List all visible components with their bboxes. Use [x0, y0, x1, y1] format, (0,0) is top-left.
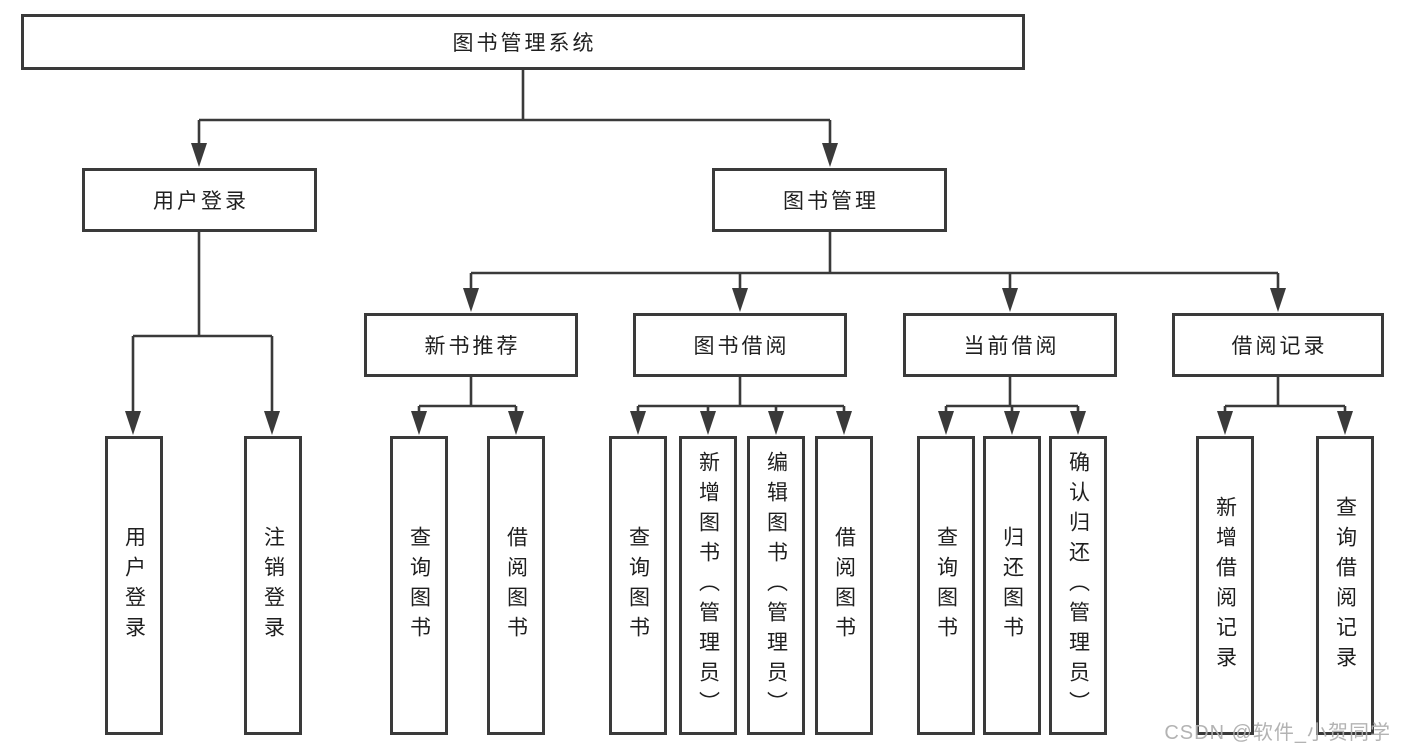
- leaf-newbook-query-books: 查询图书: [390, 436, 448, 735]
- leaf-borrow-add-books-admin-label: 新增图书（管理员）: [696, 450, 720, 721]
- node-borrow-record: 借阅记录: [1172, 313, 1384, 377]
- leaf-newbook-borrow-books: 借阅图书: [487, 436, 545, 735]
- node-root: 图书管理系统: [21, 14, 1025, 70]
- node-new-book-recommend: 新书推荐: [364, 313, 578, 377]
- leaf-current-confirm-return-admin-label: 确认归还（管理员）: [1066, 450, 1090, 721]
- node-new-book-recommend-label: 新书推荐: [424, 335, 521, 358]
- node-user-login-label: 用户登录: [153, 190, 249, 213]
- leaf-record-add-record: 新增借阅记录: [1196, 436, 1254, 735]
- arrowheads: [125, 143, 1353, 435]
- node-current-borrow: 当前借阅: [903, 313, 1117, 377]
- leaf-current-query-books: 查询图书: [917, 436, 975, 735]
- node-root-label: 图书管理系统: [452, 32, 597, 55]
- csdn-watermark: CSDN @软件_小贺同学: [1164, 722, 1391, 744]
- leaf-logout: 注销登录: [244, 436, 302, 735]
- leaf-current-return-books-label: 归还图书: [1000, 525, 1024, 646]
- leaf-borrow-add-books-admin: 新增图书（管理员）: [679, 436, 737, 735]
- leaf-borrow-query-books-label: 查询图书: [626, 525, 650, 646]
- node-current-borrow-label: 当前借阅: [963, 335, 1060, 358]
- node-user-login: 用户登录: [82, 168, 317, 232]
- node-book-management: 图书管理: [712, 168, 947, 232]
- leaf-current-confirm-return-admin: 确认归还（管理员）: [1049, 436, 1107, 735]
- node-book-management-label: 图书管理: [783, 190, 879, 213]
- leaf-newbook-query-books-label: 查询图书: [407, 525, 431, 646]
- leaf-current-return-books: 归还图书: [983, 436, 1041, 735]
- leaf-record-query-record-label: 查询借阅记录: [1333, 495, 1357, 676]
- leaf-user-login: 用户登录: [105, 436, 163, 735]
- node-book-borrow-label: 图书借阅: [693, 335, 790, 358]
- leaf-record-query-record: 查询借阅记录: [1316, 436, 1374, 735]
- node-borrow-record-label: 借阅记录: [1231, 335, 1328, 358]
- leaf-borrow-borrow-books: 借阅图书: [815, 436, 873, 735]
- node-book-borrow: 图书借阅: [633, 313, 847, 377]
- leaf-borrow-edit-books-admin: 编辑图书（管理员）: [747, 436, 805, 735]
- leaf-borrow-edit-books-admin-label: 编辑图书（管理员）: [764, 450, 788, 721]
- leaf-record-add-record-label: 新增借阅记录: [1213, 495, 1237, 676]
- leaf-newbook-borrow-books-label: 借阅图书: [504, 525, 528, 646]
- leaf-current-query-books-label: 查询图书: [934, 525, 958, 646]
- leaf-borrow-borrow-books-label: 借阅图书: [832, 525, 856, 646]
- leaf-user-login-label: 用户登录: [122, 525, 146, 646]
- leaf-logout-label: 注销登录: [261, 525, 285, 646]
- leaf-borrow-query-books: 查询图书: [609, 436, 667, 735]
